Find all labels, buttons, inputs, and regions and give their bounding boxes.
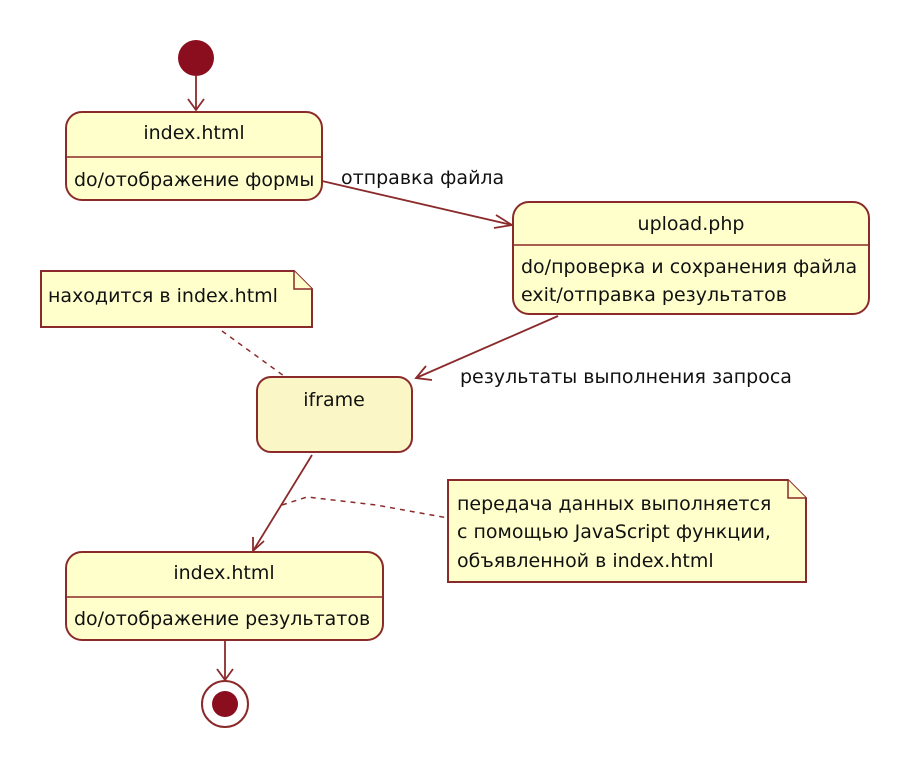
state-upload-activity-exit: exit/отправка результатов (521, 284, 787, 306)
transition-initial-to-index (187, 76, 205, 112)
transition-send-file-label: отправка файла (341, 167, 504, 189)
state-index-form: index.html do/отображение формы (65, 111, 323, 201)
final-node (201, 680, 249, 728)
note-anchor-transition (281, 496, 449, 519)
initial-node (178, 40, 214, 76)
transition-results-to-final (216, 641, 234, 682)
note-data-transfer-line-3: объявленной в index.html (457, 550, 714, 572)
state-index-results: index.html do/отображение результатов (65, 551, 384, 641)
note-data-transfer-line-1: передача данных выполняется (457, 493, 771, 515)
transition-query-results: результаты выполнения запроса (414, 315, 792, 388)
note-iframe-location-text: находится в index.html (48, 285, 278, 307)
state-iframe-title: iframe (303, 389, 365, 411)
state-index-results-activity: do/отображение результатов (74, 608, 370, 630)
note-data-transfer: передача данных выполняется с помощью Ja… (447, 479, 807, 583)
transition-send-file: отправка файла (321, 167, 515, 229)
state-upload: upload.php do/проверка и сохранения файл… (512, 201, 870, 315)
note-anchor-iframe (221, 330, 285, 377)
note-data-transfer-line-2: с помощью JavaScript функции, (457, 521, 771, 543)
state-upload-title: upload.php (638, 213, 745, 235)
state-index-form-title: index.html (143, 122, 244, 144)
transition-iframe-to-results (252, 454, 313, 554)
state-upload-activity-do: do/проверка и сохранения файла (521, 256, 857, 278)
transition-query-results-label: результаты выполнения запроса (460, 366, 792, 388)
state-index-form-activity: do/отображение формы (74, 169, 314, 191)
state-index-results-title: index.html (173, 562, 274, 584)
state-iframe: iframe (256, 376, 413, 453)
note-iframe-location: находится в index.html (40, 270, 313, 328)
